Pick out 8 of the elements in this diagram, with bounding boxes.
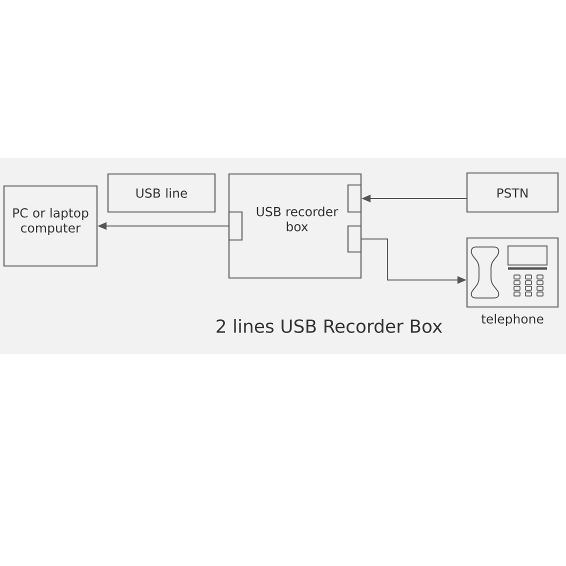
port [347, 225, 362, 253]
label-box: USB line [107, 173, 216, 213]
network-box: PSTN [466, 172, 559, 213]
port [347, 184, 362, 213]
caption: 2 lines USB Recorder Box [216, 319, 442, 333]
port [228, 211, 243, 241]
device-label: telephone [481, 314, 544, 326]
computer-box: PC or laptop computer [3, 185, 98, 267]
